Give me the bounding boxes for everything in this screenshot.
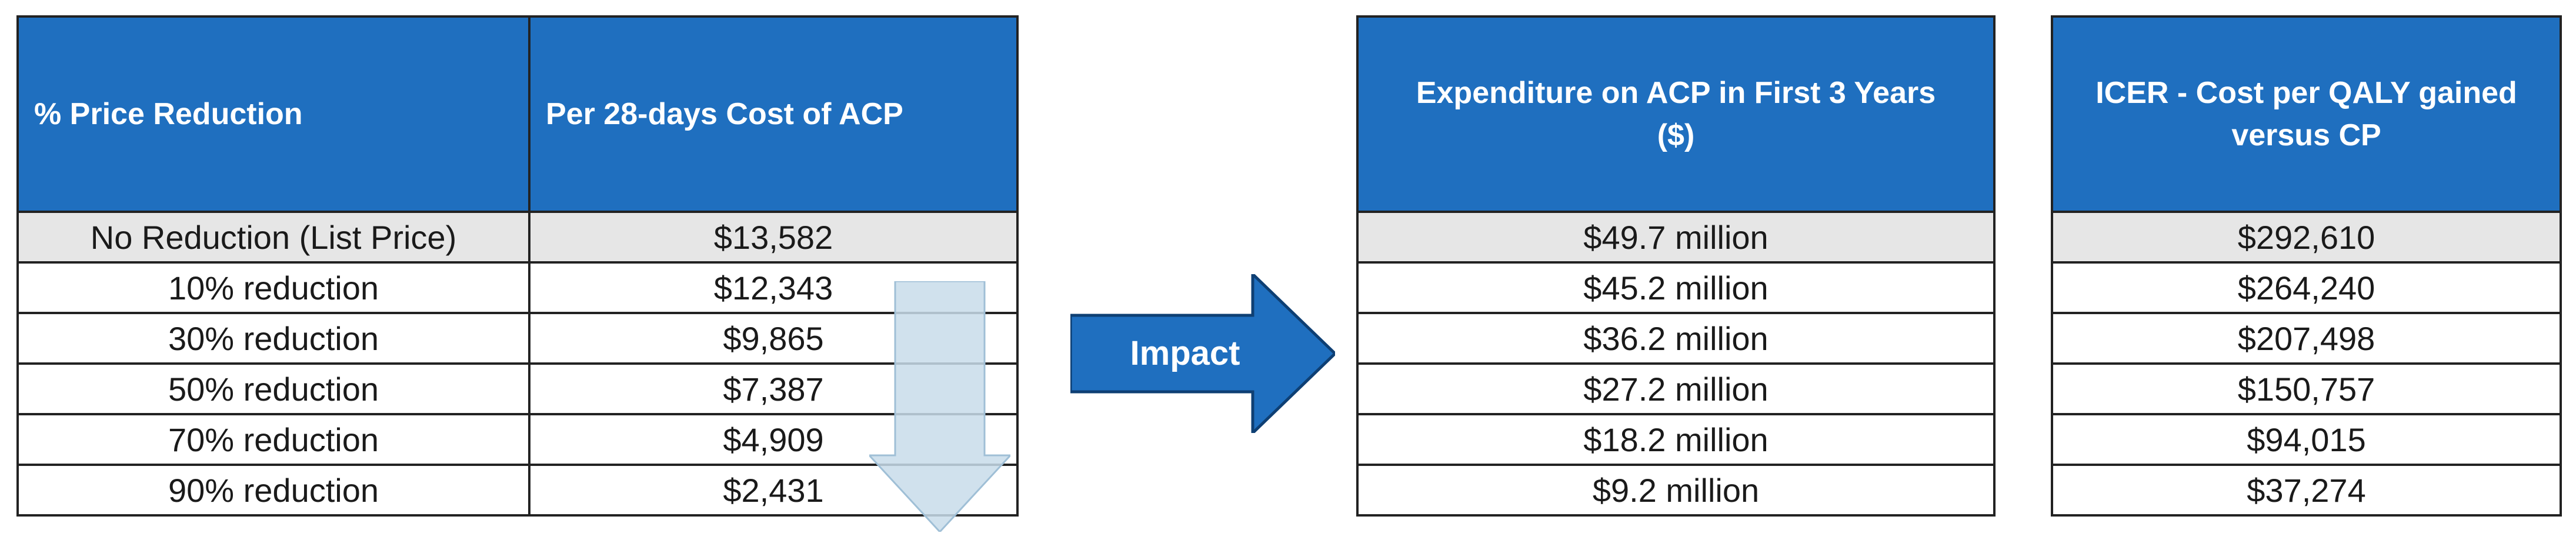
header-expenditure: Expenditure on ACP in First 3 Years ($) bbox=[1356, 15, 1996, 213]
header-row: ICER - Cost per QALY gained versus CP bbox=[2051, 15, 2562, 213]
table-row: $37,274 bbox=[2051, 464, 2562, 517]
reduction-cell: 30% reduction bbox=[16, 312, 530, 365]
expenditure-cell: $18.2 million bbox=[1356, 413, 1996, 466]
header-per-28-days-cost: Per 28-days Cost of ACP bbox=[528, 15, 1019, 213]
icer-table: ICER - Cost per QALY gained versus CP $2… bbox=[2051, 15, 2562, 517]
table-row: $94,015 bbox=[2051, 413, 2562, 466]
header-row: % Price Reduction Per 28-days Cost of AC… bbox=[16, 15, 1019, 213]
table-row: $150,757 bbox=[2051, 362, 2562, 415]
table-row: No Reduction (List Price) $13,582 bbox=[16, 211, 1019, 264]
header-expenditure-line1: Expenditure on ACP in First 3 Years bbox=[1416, 76, 1936, 110]
table-row: $9.2 million bbox=[1356, 464, 1996, 517]
expenditure-cell: $27.2 million bbox=[1356, 362, 1996, 415]
down-arrow-icon bbox=[869, 281, 1010, 532]
expenditure-cell: $9.2 million bbox=[1356, 464, 1996, 517]
reduction-cell: No Reduction (List Price) bbox=[16, 211, 530, 264]
table-row: $18.2 million bbox=[1356, 413, 1996, 466]
impact-arrow-icon bbox=[1070, 274, 1335, 433]
reduction-cell: 70% reduction bbox=[16, 413, 530, 466]
reduction-cell: 10% reduction bbox=[16, 261, 530, 314]
table-row: 90% reduction $2,431 bbox=[16, 464, 1019, 517]
table-row: $27.2 million bbox=[1356, 362, 1996, 415]
icer-cell: $37,274 bbox=[2051, 464, 2562, 517]
header-expenditure-line2: ($) bbox=[1657, 118, 1695, 152]
table-row: $49.7 million bbox=[1356, 211, 1996, 264]
table-row: 10% reduction $12,343 bbox=[16, 261, 1019, 314]
expenditure-cell: $45.2 million bbox=[1356, 261, 1996, 314]
table-row: 30% reduction $9,865 bbox=[16, 312, 1019, 365]
table-row: $264,240 bbox=[2051, 261, 2562, 314]
icer-cell: $94,015 bbox=[2051, 413, 2562, 466]
icer-cell: $207,498 bbox=[2051, 312, 2562, 365]
header-price-reduction: % Price Reduction bbox=[16, 15, 530, 213]
table-row: $45.2 million bbox=[1356, 261, 1996, 314]
expenditure-table: Expenditure on ACP in First 3 Years ($) … bbox=[1356, 15, 1996, 517]
impact-label: Impact bbox=[1130, 334, 1240, 372]
header-icer-line1: ICER - Cost per QALY gained bbox=[2095, 76, 2517, 110]
table-row: $36.2 million bbox=[1356, 312, 1996, 365]
reduction-cell: 90% reduction bbox=[16, 464, 530, 517]
header-icer: ICER - Cost per QALY gained versus CP bbox=[2051, 15, 2562, 213]
reduction-cell: 50% reduction bbox=[16, 362, 530, 415]
table-row: $207,498 bbox=[2051, 312, 2562, 365]
price-reduction-table: % Price Reduction Per 28-days Cost of AC… bbox=[16, 15, 1019, 517]
expenditure-cell: $36.2 million bbox=[1356, 312, 1996, 365]
table-row: 70% reduction $4,909 bbox=[16, 413, 1019, 466]
expenditure-cell: $49.7 million bbox=[1356, 211, 1996, 264]
table-row: $292,610 bbox=[2051, 211, 2562, 264]
icer-cell: $292,610 bbox=[2051, 211, 2562, 264]
header-icer-line2: versus CP bbox=[2231, 118, 2381, 152]
icer-cell: $150,757 bbox=[2051, 362, 2562, 415]
header-row: Expenditure on ACP in First 3 Years ($) bbox=[1356, 15, 1996, 213]
icer-cell: $264,240 bbox=[2051, 261, 2562, 314]
cost-cell: $13,582 bbox=[528, 211, 1019, 264]
table-row: 50% reduction $7,387 bbox=[16, 362, 1019, 415]
